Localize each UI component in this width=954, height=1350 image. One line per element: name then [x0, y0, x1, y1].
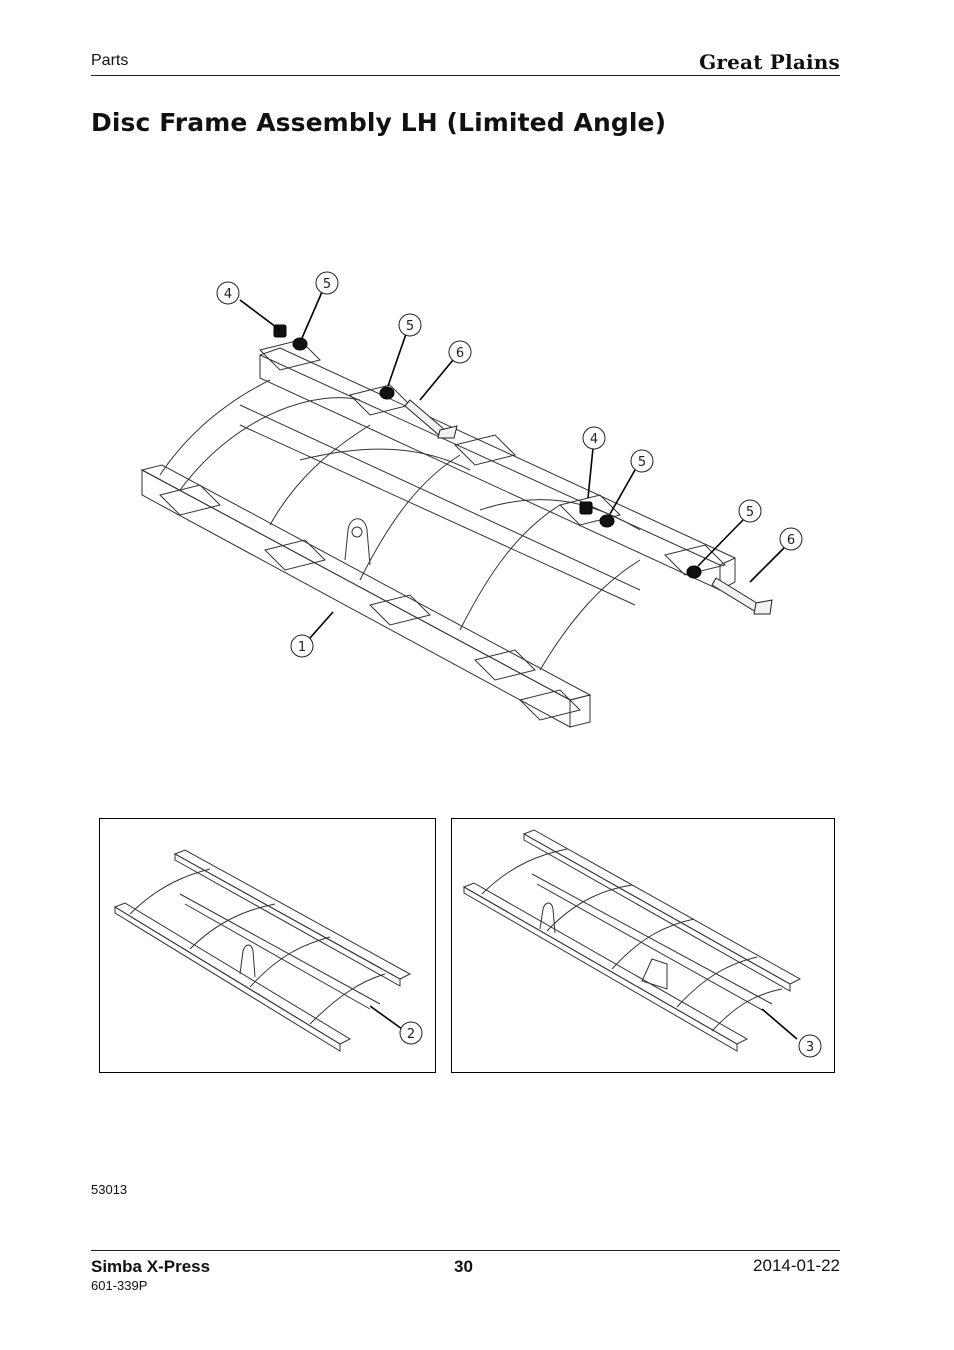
callout-label: 5 [323, 277, 331, 292]
mounting-plates [159, 339, 726, 721]
callout-label: 3 [806, 1040, 814, 1055]
header-divider [91, 75, 840, 76]
frame-variant-2-drawing: 2 [113, 849, 423, 1052]
rear-beam [259, 347, 736, 591]
callout-label: 5 [638, 455, 646, 470]
center-lug [344, 518, 371, 566]
callout-label: 4 [590, 432, 598, 447]
footer-date: 2014-01-22 [753, 1256, 840, 1275]
header-section-label: Parts [91, 52, 129, 69]
page-number: 30 [454, 1257, 473, 1276]
page-title: Disc Frame Assembly LH (Limited Angle) [91, 108, 667, 137]
drawing-number: 53013 [91, 1182, 128, 1197]
inset-frame-variant-3: 3 [451, 818, 835, 1073]
callout-label: 2 [407, 1027, 415, 1042]
front-beam [140, 464, 592, 728]
manual-part-number: 601-339P [91, 1278, 148, 1293]
hardware-set-a [273, 324, 458, 439]
cross-members [159, 379, 641, 671]
inset-frame-variant-2: 2 [99, 818, 436, 1073]
frame-assembly-drawing: 4 5 5 6 4 5 5 6 1 [140, 271, 803, 728]
callout-label: 6 [456, 346, 464, 361]
callout-label: 5 [746, 505, 754, 520]
frame-variant-3-drawing: 3 [462, 829, 822, 1058]
hardware-set-b [579, 501, 773, 615]
callout-label: 6 [787, 533, 795, 548]
footer-product-name: Simba X-Press [91, 1257, 211, 1276]
footer-divider [91, 1250, 840, 1251]
callout-label: 4 [224, 287, 232, 302]
brand-logo-text: Great Plains [699, 50, 840, 74]
callout-label: 1 [298, 640, 306, 655]
callout-balloons: 4 5 5 6 4 5 5 6 1 [216, 271, 803, 658]
callout-label: 5 [406, 319, 414, 334]
